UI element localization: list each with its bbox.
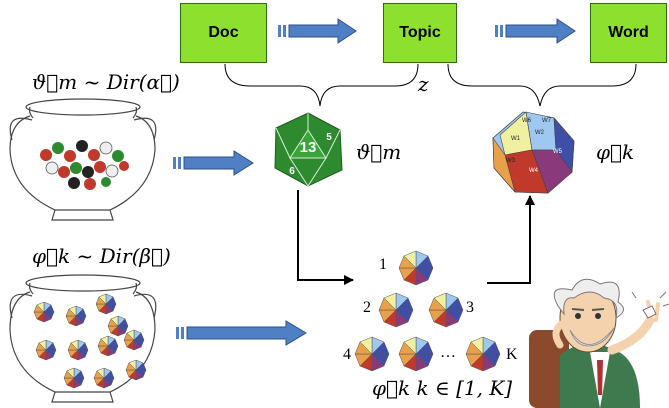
word-box: Word xyxy=(590,3,667,63)
arrow-doc-to-topic xyxy=(278,18,357,44)
urn1-dice-pile xyxy=(40,140,129,190)
urn2-word-die xyxy=(33,301,55,323)
word-face-w3: W3 xyxy=(506,158,516,164)
urn2-word-die xyxy=(67,339,89,361)
urn2-word-die xyxy=(95,293,117,315)
die-face-6: 6 xyxy=(289,166,295,177)
word-die-large: W1 W2 W3 W4 W5 W6 W7 xyxy=(492,111,575,194)
word-face-w5: W5 xyxy=(553,149,563,155)
word-face-w4: W4 xyxy=(529,168,539,174)
die-label-2: 2 xyxy=(363,299,371,316)
topic-word-die xyxy=(354,336,390,372)
arrow-urn2-to-dice xyxy=(176,320,307,346)
arrow-urn1-to-green-die xyxy=(173,150,254,176)
urn2-word-die xyxy=(63,367,85,389)
urn2-word-die xyxy=(107,315,129,337)
urn-word-dice xyxy=(9,274,157,403)
urn2-word-die xyxy=(125,359,147,381)
word-face-w7: W7 xyxy=(542,118,552,124)
urn2-word-die xyxy=(123,329,145,351)
doc-box: Doc xyxy=(180,3,267,63)
urn-topic-dice xyxy=(9,98,157,221)
topic-word-die xyxy=(465,336,501,372)
die-label-4: 4 xyxy=(343,346,351,363)
brace-doc-topic xyxy=(224,63,419,107)
topic-word-die xyxy=(428,292,464,328)
urn2-word-die xyxy=(65,305,87,327)
theta-prior-formula: ϑ⃗m ~ Dir(α⃗) xyxy=(32,70,180,94)
dice-set xyxy=(354,250,501,372)
brace-topic-word xyxy=(447,63,637,107)
topic-word-die xyxy=(378,292,414,328)
arrow-dice-set-to-word-die xyxy=(487,195,535,284)
dice-ellipsis: … xyxy=(440,344,456,361)
phi-k-label: φ⃗k xyxy=(596,140,635,164)
green-d20-die: 13 5 6 xyxy=(272,111,344,187)
topic-variable-z: z xyxy=(418,72,429,96)
die-face-5: 5 xyxy=(326,132,332,143)
arrow-topic-to-word xyxy=(495,18,576,44)
die-label-k: K xyxy=(506,346,518,363)
urn2-word-die xyxy=(93,367,115,389)
topic-word-die xyxy=(398,250,434,286)
urn2-word-die xyxy=(35,339,57,361)
word-face-w2: W2 xyxy=(535,130,545,136)
die-label-3: 3 xyxy=(466,299,474,316)
urn2-dice-grid xyxy=(33,293,147,389)
die-label-1: 1 xyxy=(379,256,387,273)
phi-prior-formula: φ⃗k ~ Dir(β⃗) xyxy=(32,244,171,268)
theta-m-label: ϑ⃗m xyxy=(356,140,402,164)
urn2-word-die xyxy=(97,335,119,357)
phi-range-formula: φ⃗k k ∈ [1, K] xyxy=(372,376,513,400)
topic-word-die xyxy=(398,336,434,372)
thinking-old-man xyxy=(529,278,669,408)
arrow-green-die-to-dice-set xyxy=(297,190,354,285)
topic-box: Topic xyxy=(383,3,457,63)
die-face-13: 13 xyxy=(300,139,317,156)
word-face-w1: W1 xyxy=(511,136,521,142)
word-face-w6: W6 xyxy=(522,118,532,124)
